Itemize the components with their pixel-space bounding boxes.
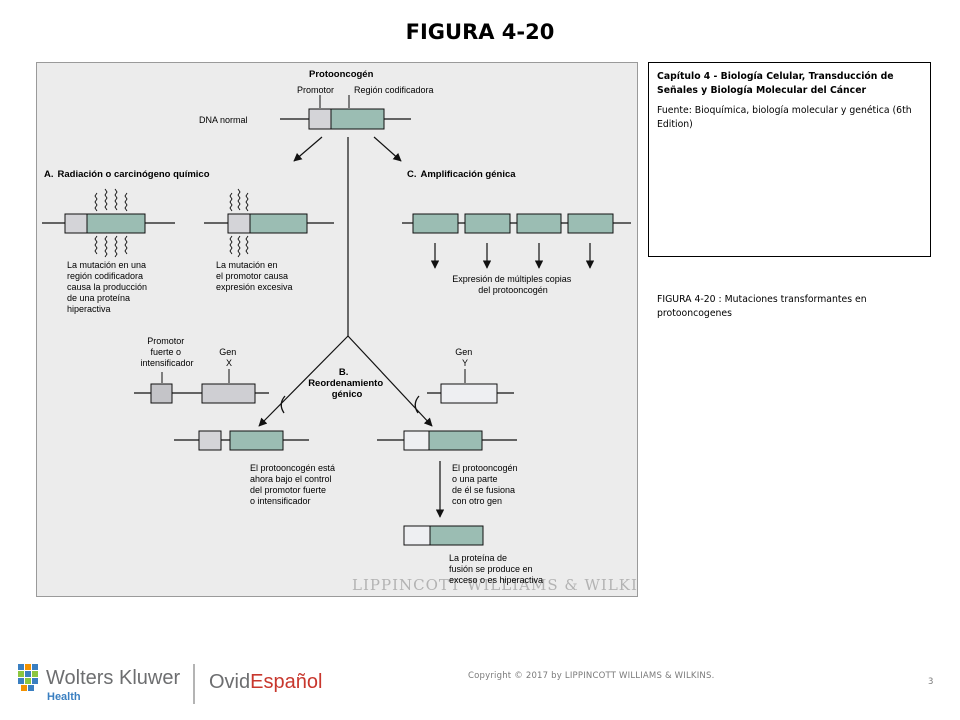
arrow-to-a [293, 136, 323, 162]
fork-right [347, 335, 433, 427]
gene-x-label: Gen X [219, 347, 239, 368]
mutated-promoter [204, 188, 334, 258]
logo-svg: Wolters Kluwer Health OvidEspañol [18, 664, 322, 704]
brand-name: Wolters Kluwer [46, 667, 180, 689]
gene-y-dna [427, 383, 514, 404]
brand-sub: Health [47, 691, 81, 703]
section-c-title: C.Amplificación génica [407, 169, 516, 180]
svg-text:Protooncogén: Protooncogén [309, 69, 374, 80]
strong-promoter-label: Promotor fuerte o intensificador [140, 336, 193, 368]
fusion-description: La proteína de fusión se produce en exce… [449, 553, 543, 585]
mutated-coding-region [42, 188, 175, 258]
dna-normal-label: DNA normal [199, 115, 248, 125]
break-mark-left [280, 395, 286, 414]
wk-mark-icon [18, 664, 38, 691]
amplified-genes [402, 213, 631, 234]
rearranged-left-dna [174, 430, 309, 451]
page-number: 3 [928, 677, 934, 687]
chapter-title: Capítulo 4 - Biología Celular, Transducc… [657, 71, 894, 96]
a2-description: La mutación en el promotor causa expresi… [216, 260, 293, 292]
expression-arrows [430, 243, 595, 269]
rearranged-right-dna [377, 430, 517, 451]
fusion-gene [403, 525, 484, 546]
b-left-description: El protooncogén está ahora bajo el contr… [250, 463, 338, 506]
copyright: Copyright © 2017 by LIPPINCOTT WILLIAMS … [468, 671, 715, 681]
diagram-svg: LIPPINCOTT WILLIAMS & WILKINS Protooncog… [42, 69, 637, 594]
partner-name: OvidEspañol [209, 671, 322, 693]
dna-normal [280, 108, 411, 130]
break-mark-right [414, 395, 420, 414]
svg-text:Promotor: Promotor [297, 85, 334, 95]
section-b-title: B. Reordenamiento génico [308, 367, 386, 400]
slide-title: FIGURA 4-20 [405, 20, 555, 44]
figure-caption: FIGURA 4-20 : Mutaciones transformantes … [657, 294, 867, 319]
wolters-kluwer-ovid-logo: Wolters Kluwer Health OvidEspañol [14, 662, 324, 710]
section-a-title: A.Radiación o carcinógeno químico [44, 169, 210, 180]
a1-description: La mutación en una región codificadora c… [67, 260, 150, 314]
svg-text:Región codificadora: Región codificadora [354, 85, 434, 95]
info-box: Capítulo 4 - Biología Celular, Transducc… [648, 62, 931, 257]
gene-y-label: Gen Y [455, 347, 475, 368]
arrow-to-c [373, 136, 402, 162]
figure-4-20-diagram: LIPPINCOTT WILLIAMS & WILKINS Protooncog… [36, 62, 638, 597]
source-text: Fuente: Bioquímica, biología molecular y… [657, 105, 912, 130]
watermark: LIPPINCOTT WILLIAMS & WILKINS [352, 576, 637, 594]
fork-left [258, 335, 349, 427]
b-right-description: El protooncogén o una parte de él se fus… [452, 463, 520, 506]
header-protooncogen: Protooncogén Promotor Región codificador… [297, 69, 434, 108]
c-description: Expresión de múltiples copias del protoo… [452, 274, 574, 295]
gene-x-dna [134, 383, 269, 404]
